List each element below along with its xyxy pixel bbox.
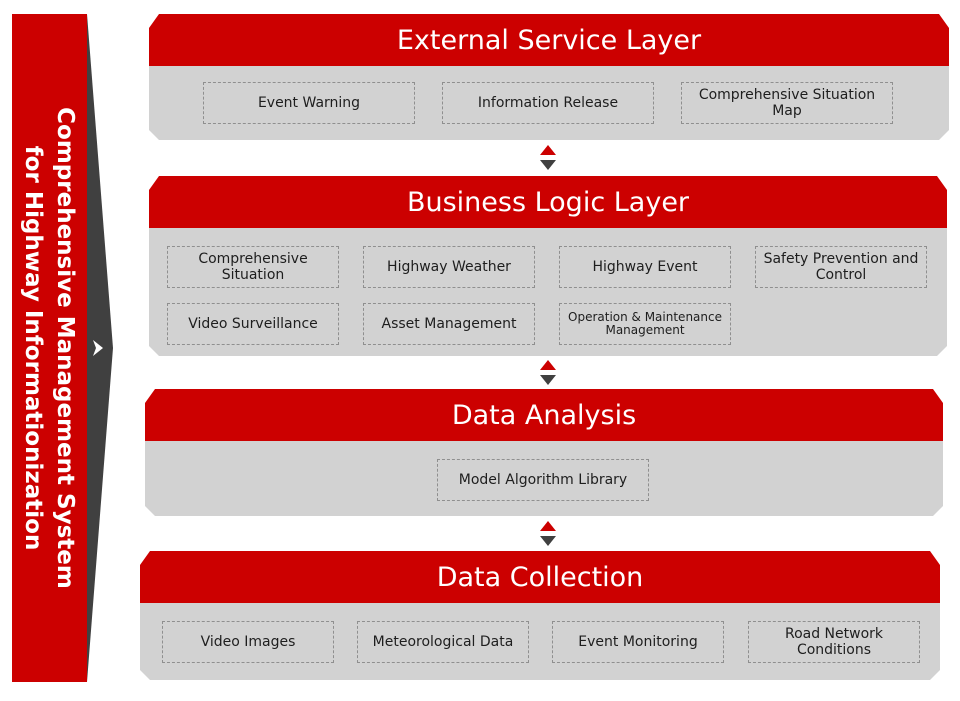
system-title-line-1: Comprehensive Management System <box>52 107 78 589</box>
bidirectional-arrow-icon <box>540 521 556 546</box>
module-box: Comprehensive Situation <box>167 246 339 288</box>
layer-title: Business Logic Layer <box>149 176 947 228</box>
layer-panel <box>140 603 940 680</box>
module-box: Operation & Maintenance Management <box>559 303 731 345</box>
layer-title: Data Collection <box>140 551 940 603</box>
data-collection-layer: Data Collection Video Images Meteorologi… <box>140 551 940 680</box>
bidirectional-arrow-icon <box>540 145 556 170</box>
layer-panel <box>149 228 947 356</box>
module-box: Information Release <box>442 82 654 124</box>
layer-panel <box>145 441 943 516</box>
module-box: Meteorological Data <box>357 621 529 663</box>
module-box: Video Surveillance <box>167 303 339 345</box>
module-box: Highway Weather <box>363 246 535 288</box>
module-box: Safety Prevention and Control <box>755 246 927 288</box>
module-box: Model Algorithm Library <box>437 459 649 501</box>
external-service-layer: External Service Layer Event Warning Inf… <box>149 14 949 140</box>
system-title: Comprehensive Management System for High… <box>17 107 81 589</box>
bidirectional-arrow-icon <box>540 360 556 385</box>
layer-panel <box>149 66 949 140</box>
layer-arrow-band <box>87 14 113 682</box>
module-box: Video Images <box>162 621 334 663</box>
layer-title: Data Analysis <box>145 389 943 441</box>
module-box: Event Monitoring <box>552 621 724 663</box>
business-logic-layer: Business Logic Layer Comprehensive Situa… <box>149 176 947 356</box>
layer-title: External Service Layer <box>149 14 949 66</box>
module-box: Comprehensive Situation Map <box>681 82 893 124</box>
module-box: Event Warning <box>203 82 415 124</box>
pointer-icon <box>93 340 103 356</box>
module-box: Highway Event <box>559 246 731 288</box>
data-analysis-layer: Data Analysis Model Algorithm Library <box>145 389 943 516</box>
system-title-banner <box>12 14 87 682</box>
system-title-line-2: for Highway Informationization <box>20 145 46 551</box>
module-box: Asset Management <box>363 303 535 345</box>
module-box: Road Network Conditions <box>748 621 920 663</box>
